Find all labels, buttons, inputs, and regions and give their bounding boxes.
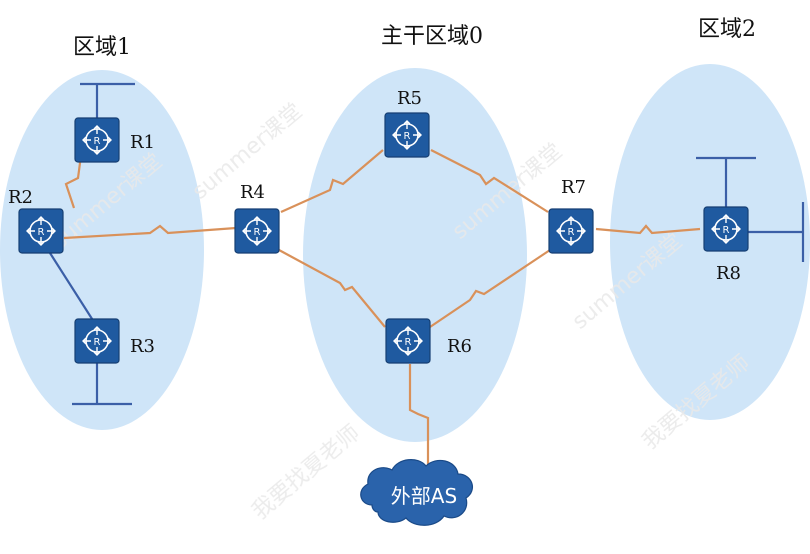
label-r8: R8 [716, 263, 741, 284]
link-r2-r3 [49, 252, 95, 323]
external-as-cloud[interactable]: 外部AS [360, 459, 474, 526]
router-r5[interactable] [384, 112, 430, 158]
label-r7: R7 [561, 177, 586, 198]
router-r8[interactable] [703, 206, 749, 252]
link-r5-r7 [430, 149, 549, 213]
router-r4[interactable] [234, 208, 280, 254]
label-r4: R4 [240, 182, 265, 203]
router-r1[interactable] [74, 117, 120, 163]
link-r7-r8 [595, 224, 701, 235]
backbone-zone [303, 68, 527, 442]
area1-title: 区域1 [73, 35, 131, 60]
label-r2: R2 [8, 187, 33, 208]
link-r4-r6 [278, 249, 386, 328]
label-r1: R1 [130, 132, 155, 153]
router-r2[interactable] [18, 208, 64, 254]
router-r6[interactable] [385, 318, 431, 364]
link-r2-r4 [63, 224, 237, 240]
external-as-label: 外部AS [391, 484, 457, 508]
link-r6-external [408, 364, 430, 474]
router-r7[interactable] [548, 208, 594, 254]
svg-text:我要找夏老师: 我要找夏老师 [248, 421, 365, 525]
area1-zone [0, 70, 204, 430]
link-r6-r7 [429, 249, 551, 328]
area2-title: 区域2 [698, 17, 756, 42]
label-r6: R6 [447, 336, 472, 357]
link-r4-r5 [280, 149, 384, 214]
label-r5: R5 [397, 88, 422, 109]
backbone-title: 主干区域0 [381, 24, 483, 49]
label-r3: R3 [130, 336, 155, 357]
link-r1-r2 [64, 147, 84, 209]
router-r3[interactable] [74, 318, 120, 364]
